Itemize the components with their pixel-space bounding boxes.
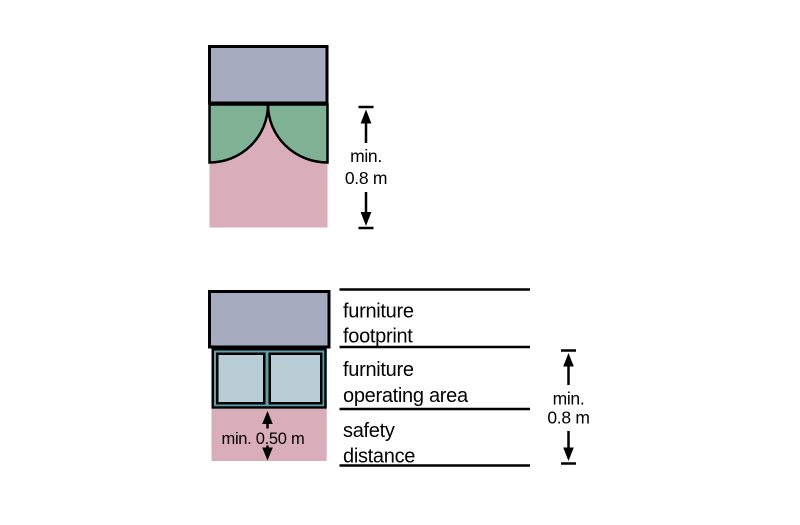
bottom-dim-label-line2: 0.8 m [547,408,589,428]
legend-safety-line1: safety [343,420,395,442]
safety-dim-arrowhead-up-icon [262,411,273,424]
legend-labels: furniture footprint furniture operating … [343,301,469,468]
top-dimension-arrow: min. 0.8 m [345,105,387,230]
top-dim-arrowhead-down-icon [360,212,372,226]
drawer-right [268,352,323,405]
bottom-dimension-arrow: min. 0.8 m [547,349,590,465]
bottom-dim-arrowhead-up-icon [563,353,574,367]
top-dim-label-line1: min. [350,146,382,166]
top-dim-arrowhead-up-icon [360,109,372,124]
bottom-diagram: min. 0.50 m furniture footprint furnitur… [208,288,590,468]
top-diagram: min. 0.8 m [208,45,387,230]
legend-operating-line1: furniture [343,359,414,381]
safety-dim-arrowhead-down-icon [262,447,273,461]
legend-footprint-line1: furniture [343,301,414,323]
safety-dimension-arrow: min. 0.50 m [222,411,305,461]
legend-footprint-line2: footprint [343,326,413,348]
furniture-footprint-top [208,45,329,105]
drawer-left [216,352,266,405]
safety-dim-label: min. 0.50 m [222,430,305,448]
door-swing-right [266,103,329,164]
bottom-dim-label-line1: min. [553,389,585,409]
furniture-footprint-bottom [208,290,331,349]
bottom-dim-arrowhead-down-icon [563,447,574,461]
legend-operating-line2: operating area [343,385,469,407]
top-dim-label-line2: 0.8 m [345,168,387,188]
legend-safety-line2: distance [343,446,415,468]
